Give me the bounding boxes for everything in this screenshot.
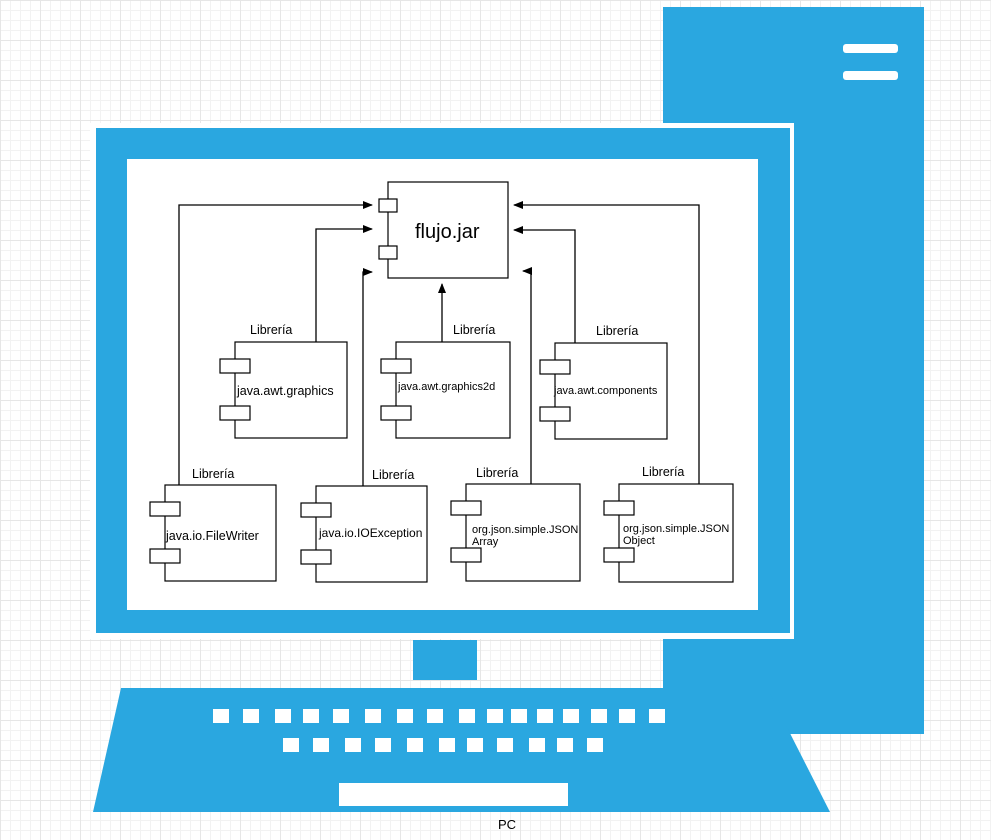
key	[365, 709, 381, 723]
drive-slot	[843, 71, 898, 80]
key	[587, 738, 603, 752]
library-component: Librería java.awt.graphics2d	[380, 323, 511, 439]
key	[397, 709, 413, 723]
library-label: java.io.FileWriter	[165, 529, 259, 543]
component-box	[618, 483, 734, 583]
dependency-arrows	[178, 201, 700, 486]
stereotype-label: Librería	[596, 324, 638, 338]
key	[439, 738, 455, 752]
monitor-stand	[413, 640, 477, 680]
component-box	[315, 485, 428, 583]
key	[213, 709, 229, 723]
stereotype-label: Librería	[250, 323, 292, 337]
drive-slot	[843, 44, 898, 53]
key	[407, 738, 423, 752]
component-port	[380, 358, 412, 374]
key	[427, 709, 443, 723]
component-box	[164, 484, 277, 582]
library-component: Librería java.io.FileWriter	[149, 467, 277, 582]
key	[497, 738, 513, 752]
component-box	[554, 342, 668, 440]
component-port	[219, 358, 251, 374]
component-port	[539, 359, 571, 375]
key	[345, 738, 361, 752]
stereotype-label: Librería	[372, 468, 414, 482]
key	[275, 709, 291, 723]
key	[333, 709, 349, 723]
stereotype-label: Librería	[476, 466, 518, 480]
stereotype-label: Librería	[453, 323, 495, 337]
spacebar	[339, 783, 568, 806]
key	[511, 709, 527, 723]
library-label: java.awt.components	[553, 385, 658, 397]
component-port	[300, 502, 332, 518]
key	[619, 709, 635, 723]
stereotype-label: Librería	[642, 465, 684, 479]
library-component: Librería java.io.IOException	[300, 468, 428, 583]
component-port	[149, 501, 181, 517]
key	[375, 738, 391, 752]
component-port	[219, 405, 251, 421]
component-port	[450, 500, 482, 516]
component-port	[603, 500, 635, 516]
key	[313, 738, 329, 752]
library-label: Array	[472, 536, 499, 548]
component-port	[300, 549, 332, 565]
key	[649, 709, 665, 723]
library-label: org.json.simple.JSON	[623, 523, 729, 535]
main-component: flujo.jar	[378, 181, 509, 279]
key	[487, 709, 503, 723]
key	[243, 709, 259, 723]
library-label: java.awt.graphics	[236, 384, 334, 398]
key	[283, 738, 299, 752]
key	[529, 738, 545, 752]
library-label: java.io.IOException	[318, 526, 422, 540]
library-label: Object	[623, 535, 655, 547]
key	[303, 709, 319, 723]
library-label: java.awt.graphics2d	[397, 381, 495, 393]
component-box	[234, 341, 348, 439]
component-port	[380, 405, 412, 421]
component-box	[395, 341, 511, 439]
component-port	[450, 547, 482, 563]
component-box	[465, 483, 581, 582]
library-component: Librería java.awt.components	[539, 324, 668, 440]
library-component: Librería java.awt.graphics	[219, 323, 348, 439]
key	[537, 709, 553, 723]
device-label: PC	[498, 817, 516, 832]
key	[591, 709, 607, 723]
main-component-label: flujo.jar	[415, 221, 480, 243]
component-port	[603, 547, 635, 563]
component-port	[149, 548, 181, 564]
stereotype-label: Librería	[192, 467, 234, 481]
library-label: org.json.simple.JSON	[472, 524, 578, 536]
key	[459, 709, 475, 723]
component-port	[539, 406, 571, 422]
key	[563, 709, 579, 723]
key	[557, 738, 573, 752]
key	[467, 738, 483, 752]
